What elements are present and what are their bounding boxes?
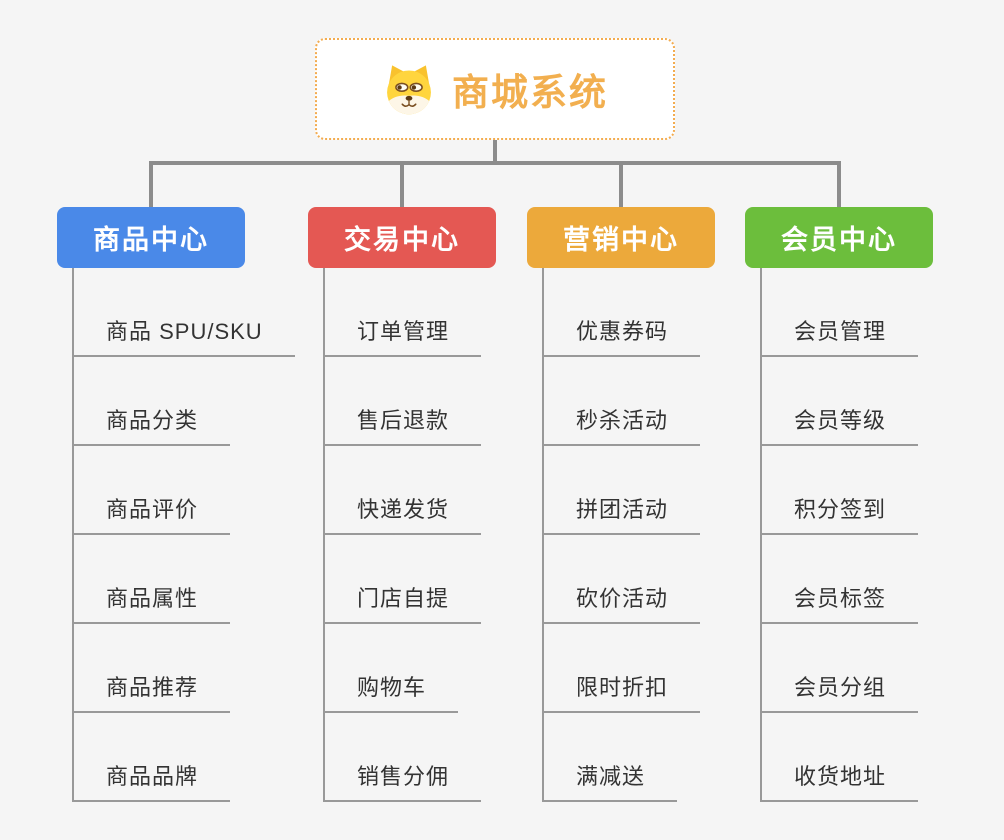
leaf-node: 订单管理 xyxy=(323,268,496,357)
leaf-node: 会员等级 xyxy=(760,357,933,446)
leaf-topic[interactable]: 门店自提 xyxy=(323,581,482,624)
connector-drop-trade xyxy=(400,163,404,207)
leaf-node: 购物车 xyxy=(323,624,496,713)
leaf-node: 积分签到 xyxy=(760,446,933,535)
branch-column-trade: 交易中心 订单管理 售后退款 快递发货 门店自提 购物车 销售分佣 xyxy=(308,207,496,802)
branch-leaves-trade: 订单管理 售后退款 快递发货 门店自提 购物车 销售分佣 xyxy=(323,268,496,802)
root-node-mall-system[interactable]: 商城系统 xyxy=(315,38,675,140)
branch-leaves-product: 商品 SPU/SKU 商品分类 商品评价 商品属性 商品推荐 商品品牌 xyxy=(72,268,295,802)
leaf-node: 商品评价 xyxy=(72,446,245,535)
leaf-node: 优惠券码 xyxy=(542,268,715,357)
leaf-topic[interactable]: 会员等级 xyxy=(760,403,919,446)
leaf-topic[interactable]: 限时折扣 xyxy=(542,670,701,713)
connector-drop-member xyxy=(837,163,841,207)
leaf-node: 砍价活动 xyxy=(542,535,715,624)
leaf-node: 限时折扣 xyxy=(542,624,715,713)
branch-label: 营销中心 xyxy=(563,225,679,255)
leaf-node: 商品分类 xyxy=(72,357,245,446)
leaf-topic[interactable]: 满减送 xyxy=(542,759,678,802)
leaf-topic[interactable]: 收货地址 xyxy=(760,759,919,802)
leaf-node: 快递发货 xyxy=(323,446,496,535)
branch-label: 交易中心 xyxy=(344,225,460,255)
leaf-topic[interactable]: 会员标签 xyxy=(760,581,919,624)
leaf-topic[interactable]: 订单管理 xyxy=(323,314,482,357)
branch-leaves-marketing: 优惠券码 秒杀活动 拼团活动 砍价活动 限时折扣 满减送 xyxy=(542,268,715,802)
connector-drop-marketing xyxy=(619,163,623,207)
leaf-node: 会员标签 xyxy=(760,535,933,624)
branch-column-marketing: 营销中心 优惠券码 秒杀活动 拼团活动 砍价活动 限时折扣 满减送 xyxy=(527,207,715,802)
leaf-topic[interactable]: 销售分佣 xyxy=(323,759,482,802)
dog-face-icon xyxy=(387,65,431,115)
leaf-topic[interactable]: 快递发货 xyxy=(323,492,482,535)
leaf-topic[interactable]: 优惠券码 xyxy=(542,314,701,357)
leaf-node: 门店自提 xyxy=(323,535,496,624)
leaf-topic[interactable]: 会员分组 xyxy=(760,670,919,713)
leaf-node: 收货地址 xyxy=(760,713,933,802)
leaf-topic[interactable]: 售后退款 xyxy=(323,403,482,446)
leaf-node: 会员管理 xyxy=(760,268,933,357)
leaf-topic[interactable]: 商品品牌 xyxy=(72,759,231,802)
branch-node-member-center[interactable]: 会员中心 xyxy=(745,207,933,268)
leaf-node: 拼团活动 xyxy=(542,446,715,535)
branch-column-product: 商品中心 商品 SPU/SKU 商品分类 商品评价 商品属性 商品推荐 商品品牌 xyxy=(57,207,295,802)
leaf-topic[interactable]: 秒杀活动 xyxy=(542,403,701,446)
leaf-topic[interactable]: 拼团活动 xyxy=(542,492,701,535)
branch-node-product-center[interactable]: 商品中心 xyxy=(57,207,245,268)
leaf-topic[interactable]: 商品 SPU/SKU xyxy=(72,314,295,357)
leaf-topic[interactable]: 商品分类 xyxy=(72,403,231,446)
leaf-topic[interactable]: 会员管理 xyxy=(760,314,919,357)
branch-column-member: 会员中心 会员管理 会员等级 积分签到 会员标签 会员分组 收货地址 xyxy=(745,207,933,802)
root-title: 商城系统 xyxy=(452,72,608,113)
leaf-node: 秒杀活动 xyxy=(542,357,715,446)
leaf-topic[interactable]: 商品属性 xyxy=(72,581,231,624)
leaf-topic[interactable]: 砍价活动 xyxy=(542,581,701,624)
branch-leaves-member: 会员管理 会员等级 积分签到 会员标签 会员分组 收货地址 xyxy=(760,268,933,802)
leaf-node: 商品属性 xyxy=(72,535,245,624)
leaf-topic[interactable]: 购物车 xyxy=(323,670,459,713)
leaf-node: 会员分组 xyxy=(760,624,933,713)
leaf-node: 销售分佣 xyxy=(323,713,496,802)
connector-drop-product xyxy=(149,163,153,207)
connector-horizontal-bar xyxy=(149,161,841,165)
branch-label: 商品中心 xyxy=(93,225,209,255)
leaf-topic[interactable]: 商品评价 xyxy=(72,492,231,535)
branch-node-trade-center[interactable]: 交易中心 xyxy=(308,207,496,268)
leaf-node: 商品品牌 xyxy=(72,713,245,802)
leaf-node: 商品推荐 xyxy=(72,624,245,713)
branch-node-marketing-center[interactable]: 营销中心 xyxy=(527,207,715,268)
connector-root-drop xyxy=(493,139,497,163)
leaf-topic[interactable]: 积分签到 xyxy=(760,492,919,535)
leaf-topic[interactable]: 商品推荐 xyxy=(72,670,231,713)
branch-label: 会员中心 xyxy=(781,225,897,255)
leaf-node: 售后退款 xyxy=(323,357,496,446)
leaf-node: 满减送 xyxy=(542,713,715,802)
leaf-node: 商品 SPU/SKU xyxy=(72,268,295,357)
